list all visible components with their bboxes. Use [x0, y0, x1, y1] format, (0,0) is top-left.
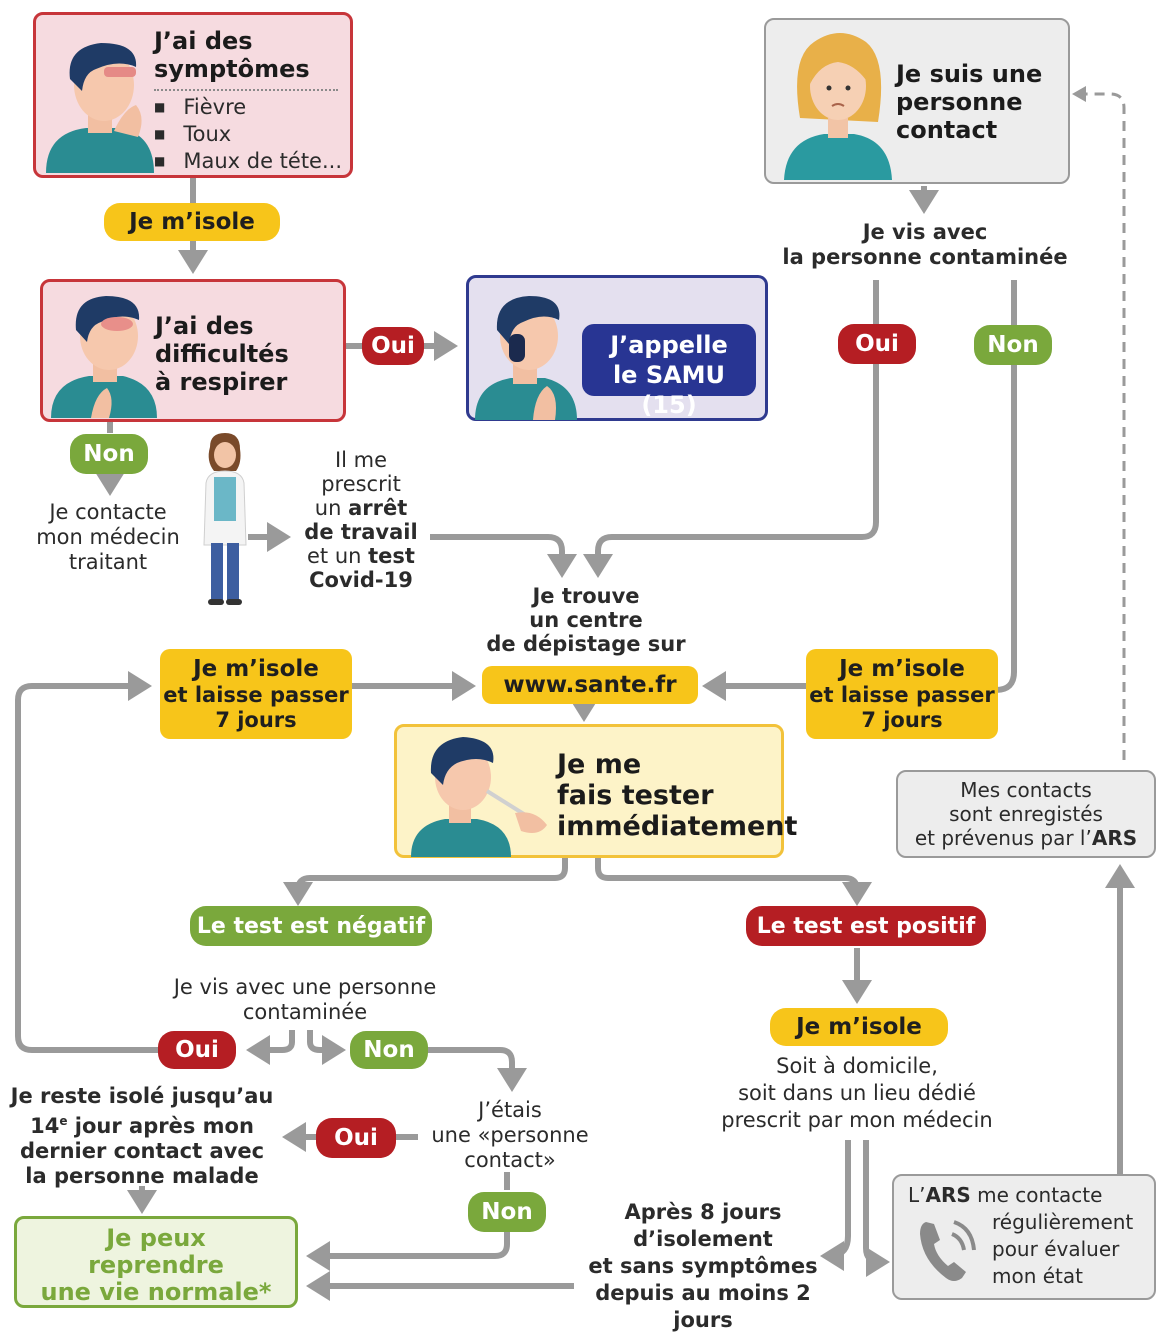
dotted-divider: [154, 89, 338, 91]
no-badge: Non: [70, 434, 148, 474]
yes-badge: Oui: [316, 1118, 396, 1158]
yes-badge: Oui: [838, 324, 916, 364]
dashed-arrow: [1082, 92, 1126, 760]
prescription-text: Il me prescrit un arrêt de travail et un…: [304, 448, 418, 592]
worried-woman-illustration: [784, 33, 892, 180]
sante-url-link[interactable]: www.sante.fr: [482, 666, 698, 704]
no-badge: Non: [974, 325, 1052, 365]
ars-calls-first-line: L’ARS me contacte: [908, 1183, 1103, 1207]
isolate-badge: Je m’isole: [770, 1008, 948, 1046]
phone-call-man-illustration: [475, 296, 577, 420]
doctor-illustration: [203, 433, 247, 605]
sick-man-illustration: [46, 43, 154, 173]
no-badge: Non: [350, 1031, 428, 1069]
yes-badge: Oui: [362, 327, 424, 365]
negative-result-badge: Le test est négatif: [190, 906, 432, 946]
stay-isolated-text: Je reste isolé jusqu’au 14e jour après m…: [10, 1084, 274, 1188]
swab-test-illustration: [411, 737, 547, 857]
symptom-list: Fièvre Toux Maux de téte...: [154, 95, 342, 176]
no-badge: Non: [468, 1192, 546, 1232]
symptom-item: Maux de téte...: [154, 149, 342, 176]
symptom-item: Fièvre: [154, 95, 342, 122]
isolate-badge: Je m’isole: [104, 203, 280, 241]
symptom-item: Toux: [154, 122, 342, 149]
breathless-man-illustration: [51, 296, 157, 418]
positive-result-badge: Le test est positif: [746, 906, 986, 946]
phone-icon: [920, 1220, 976, 1281]
yes-badge: Oui: [158, 1031, 236, 1069]
